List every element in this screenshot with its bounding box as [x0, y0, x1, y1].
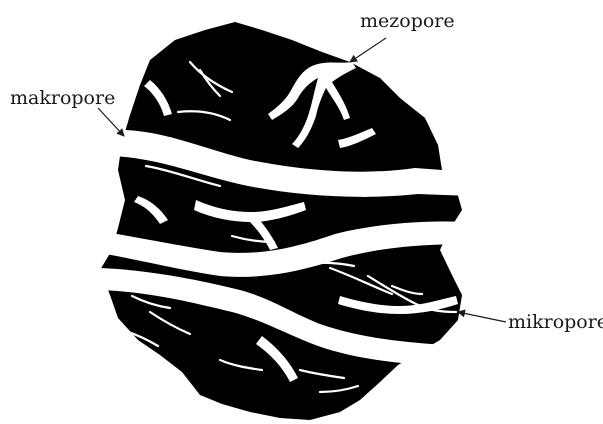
makropore-arrow [98, 108, 124, 136]
mikropore-arrow [458, 312, 506, 322]
mezopore-label: mezopore [360, 12, 455, 31]
mikropore-label: mikropore [508, 313, 603, 332]
makropore-label: makropore [10, 89, 115, 108]
mezopore-arrow [350, 38, 386, 62]
